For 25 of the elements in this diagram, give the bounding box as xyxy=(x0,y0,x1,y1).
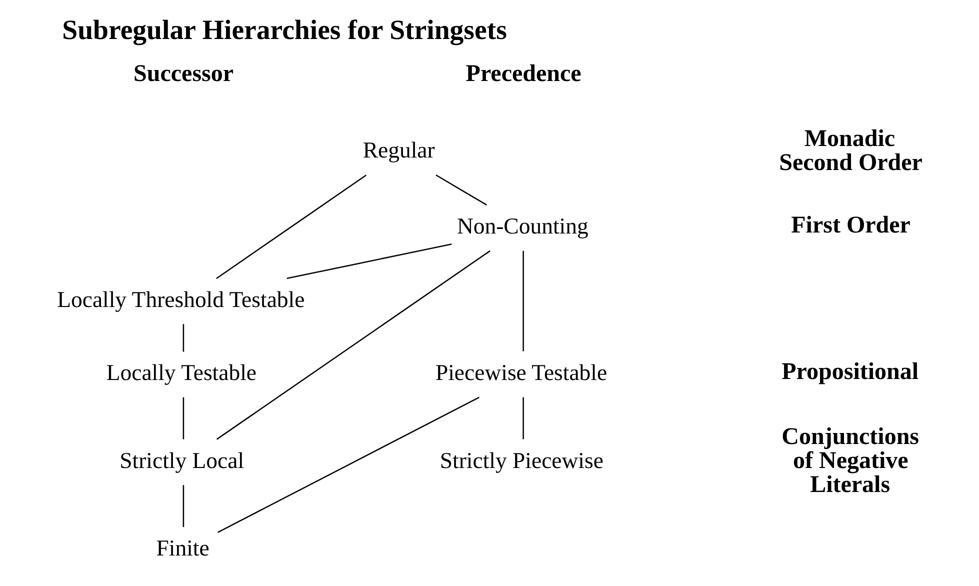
node-text: Strictly Piecewise xyxy=(440,448,604,473)
connector xyxy=(216,174,367,279)
connector xyxy=(286,244,452,280)
connector xyxy=(436,174,487,206)
label: Propositional xyxy=(782,359,919,386)
node-text: Locally Threshold Testable xyxy=(57,286,305,312)
node-text: Locally Testable xyxy=(106,360,257,386)
connector xyxy=(182,397,184,440)
connector xyxy=(216,250,490,440)
label: Precedence xyxy=(466,61,582,88)
connector xyxy=(182,485,184,528)
node-text: Regular xyxy=(362,138,435,163)
diagram-title: Subregular Hierarchies for Stringsets xyxy=(62,15,507,46)
connector xyxy=(522,250,524,352)
connector xyxy=(182,324,184,352)
label: Conjunctions of Negative Literals xyxy=(782,424,920,498)
node-text: Piecewise Testable xyxy=(435,360,608,386)
node-text: Non-Counting xyxy=(456,213,588,238)
label: First Order xyxy=(791,212,910,239)
node-text: Finite xyxy=(156,536,210,561)
label: Successor xyxy=(134,61,234,88)
connector xyxy=(217,396,480,533)
label: Monadic Second Order xyxy=(779,126,922,176)
connector xyxy=(522,397,524,440)
node-text: Strictly Local xyxy=(120,448,244,473)
